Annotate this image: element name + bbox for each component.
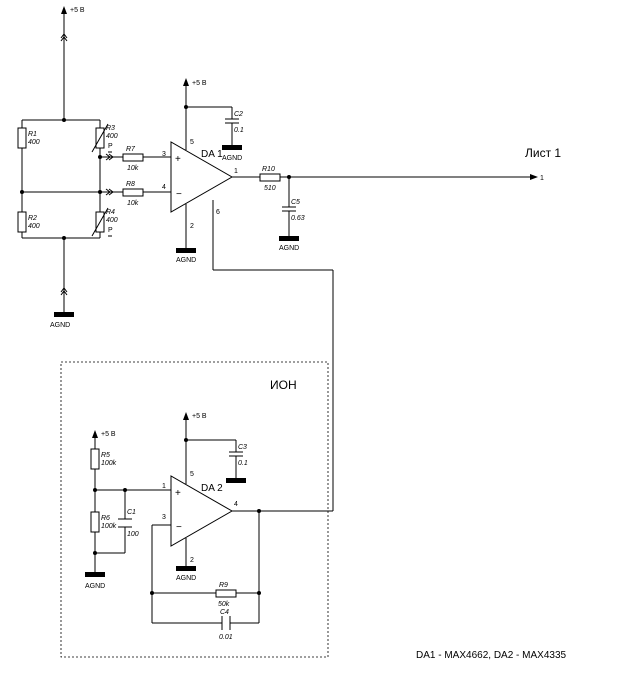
capacitor-c2: C2 0.1 <box>184 105 244 150</box>
resistor-r4: R4 400 P <box>91 207 118 237</box>
svg-text:+: + <box>175 488 181 499</box>
bridge-wires <box>20 118 101 317</box>
sheet-label: Лист 1 <box>525 146 561 160</box>
svg-text:R9: R9 <box>219 582 228 589</box>
opamp-da2: + − DA 2 1 3 4 5 2 <box>150 412 333 624</box>
ion-label: ИОН <box>270 378 297 392</box>
ion-link-wire <box>213 269 334 511</box>
svg-text:5: 5 <box>190 471 194 478</box>
da1-label: DA 1 <box>201 149 223 160</box>
resistor-r3: R3 400 P <box>91 123 118 153</box>
svg-text:R7: R7 <box>126 146 136 153</box>
svg-text:R1: R1 <box>28 131 37 138</box>
resistor-r2: R2 400 <box>17 211 40 233</box>
svg-text:R3: R3 <box>106 125 115 132</box>
svg-text:1: 1 <box>162 483 166 490</box>
svg-text:P: P <box>108 143 113 150</box>
svg-text:6: 6 <box>216 209 220 216</box>
input-wires <box>98 153 171 196</box>
resistor-r9: R9 50k <box>215 582 237 608</box>
agnd-r6: AGND <box>85 583 105 590</box>
vcc-label-da1: +5 В <box>192 80 207 87</box>
output-wire <box>232 174 538 180</box>
svg-text:R10: R10 <box>262 166 275 173</box>
vcc-ion-divider <box>92 430 98 449</box>
svg-text:400: 400 <box>106 217 118 224</box>
svg-text:R4: R4 <box>106 209 115 216</box>
svg-text:0.01: 0.01 <box>219 634 233 641</box>
svg-text:1: 1 <box>234 168 238 175</box>
resistor-r6: R6 100k <box>90 511 117 533</box>
svg-text:P: P <box>108 227 113 234</box>
agnd-bridge: AGND <box>50 322 70 329</box>
agnd-da1: AGND <box>176 257 196 264</box>
svg-text:4: 4 <box>234 501 238 508</box>
svg-text:50k: 50k <box>218 601 230 608</box>
svg-text:−: − <box>176 189 182 200</box>
ion-boundary <box>60 361 329 658</box>
capacitor-c1: C1 100 <box>118 509 139 538</box>
resistor-r5: R5 100k <box>90 448 117 470</box>
svg-text:C1: C1 <box>127 509 136 516</box>
capacitor-c3: C3 0.1 <box>184 438 248 483</box>
agnd-c5: AGND <box>279 245 299 252</box>
vcc-label-da2: +5 В <box>192 413 207 420</box>
svg-text:0.1: 0.1 <box>238 460 248 467</box>
opamp-da1: + − DA 1 3 4 1 5 2 6 <box>162 78 238 270</box>
output-pin-label: 1 <box>540 175 544 182</box>
svg-text:10k: 10k <box>127 165 139 172</box>
footnote: DA1 - MAX4662, DA2 - MAX4335 <box>416 650 567 661</box>
svg-text:400: 400 <box>28 223 40 230</box>
svg-text:510: 510 <box>264 185 276 192</box>
svg-text:C4: C4 <box>220 609 229 616</box>
svg-text:+: + <box>175 154 181 165</box>
vcc-label-r5: +5 В <box>101 431 116 438</box>
svg-text:R2: R2 <box>28 215 37 222</box>
svg-text:100k: 100k <box>101 523 117 530</box>
svg-text:R8: R8 <box>126 181 135 188</box>
agnd-da2: AGND <box>176 575 196 582</box>
svg-text:3: 3 <box>162 514 166 521</box>
svg-text:R5: R5 <box>101 452 110 459</box>
resistor-r1: R1 400 <box>17 127 40 149</box>
svg-text:400: 400 <box>106 133 118 140</box>
divider-wires <box>85 469 171 577</box>
svg-text:0.63: 0.63 <box>291 215 305 222</box>
svg-text:−: − <box>176 522 182 533</box>
svg-text:4: 4 <box>162 184 166 191</box>
vcc-label-bridge: +5 В <box>70 7 85 14</box>
svg-text:C5: C5 <box>291 199 300 206</box>
svg-text:C3: C3 <box>238 444 247 451</box>
agnd-c2: AGND <box>222 155 242 162</box>
vcc-bridge: +5 В <box>60 6 85 120</box>
resistor-r10: R10 510 <box>259 166 281 192</box>
svg-text:C2: C2 <box>234 111 243 118</box>
svg-text:0.1: 0.1 <box>234 127 244 134</box>
capacitor-c4: C4 0.01 <box>219 609 233 641</box>
svg-text:2: 2 <box>190 557 194 564</box>
resistor-r7: R7 10k <box>122 146 144 172</box>
svg-text:2: 2 <box>190 223 194 230</box>
resistor-r8: R8 10k <box>122 181 144 207</box>
svg-text:400: 400 <box>28 139 40 146</box>
svg-text:5: 5 <box>190 139 194 146</box>
svg-text:10k: 10k <box>127 200 139 207</box>
svg-text:100k: 100k <box>101 460 117 467</box>
svg-text:3: 3 <box>162 151 166 158</box>
da2-label: DA 2 <box>201 483 223 494</box>
svg-text:100: 100 <box>127 531 139 538</box>
capacitor-c5: C5 0.63 <box>279 177 305 241</box>
svg-text:R6: R6 <box>101 515 110 522</box>
